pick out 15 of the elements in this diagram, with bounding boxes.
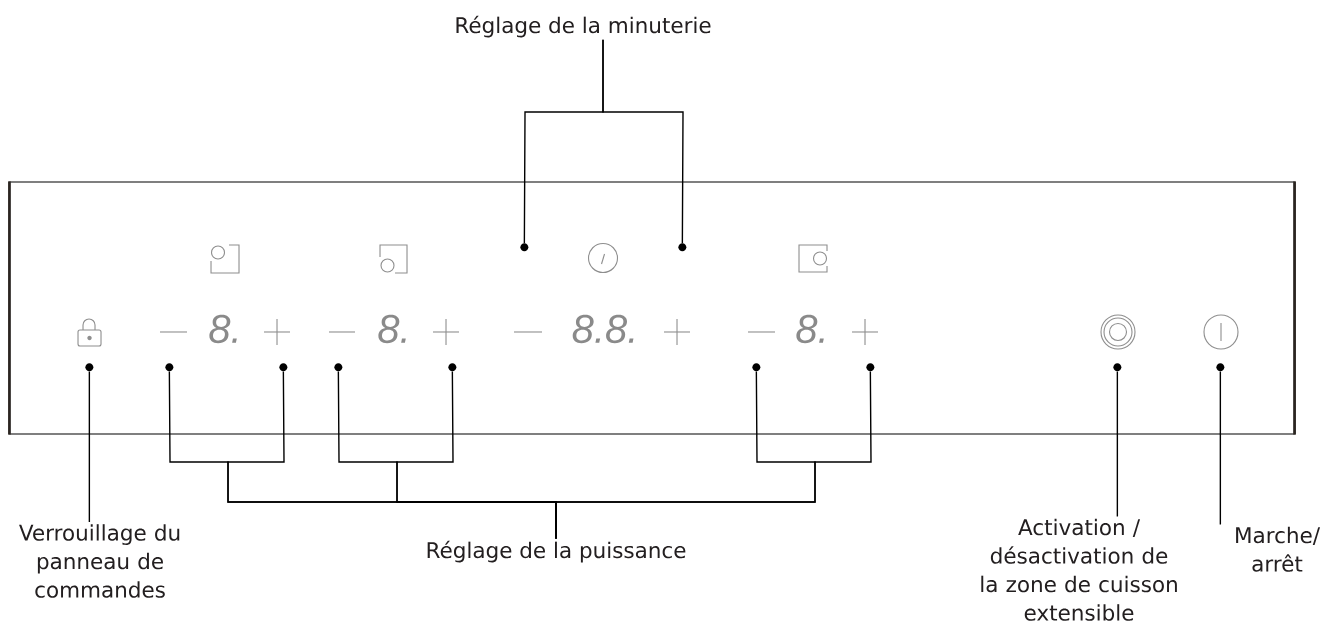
control-panel [8, 181, 1296, 435]
digit-readout: 8. [209, 314, 237, 344]
digit-readout: 8. [796, 314, 824, 344]
callout-text: Réglage de la minuterie [456, 15, 711, 38]
leader-line [1219, 370, 1222, 526]
leader-line [555, 370, 872, 540]
callout-text: Marche/ arrêt [1236, 526, 1321, 572]
leader-line [88, 370, 91, 523]
leader-line [1116, 370, 1119, 518]
digit-readout: 8.8. [572, 314, 634, 344]
callout-text: Verrouillage du panneau de commandes [19, 524, 180, 598]
leader-line [602, 38, 684, 244]
callout-text: Réglage de la puissance [427, 540, 686, 563]
digit-readout: 8. [378, 314, 406, 344]
callout-text: Activation / désactivation de la zone de cuisson extensible [981, 518, 1177, 621]
